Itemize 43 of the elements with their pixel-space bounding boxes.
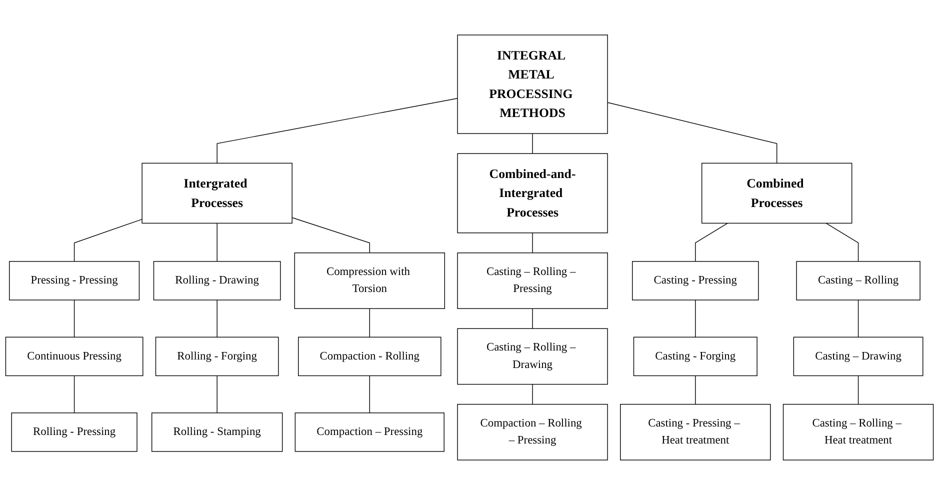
connector — [607, 102, 778, 164]
connector — [369, 308, 370, 338]
connector — [858, 300, 859, 338]
node-box: Rolling - Pressing — [11, 412, 138, 452]
node-box: Casting - Pressing — [632, 261, 759, 300]
node-box: Rolling - Drawing — [153, 261, 281, 300]
connector — [216, 375, 218, 414]
connector — [74, 375, 75, 414]
node-box: Compaction – Rolling – Pressing — [457, 404, 608, 460]
connector — [74, 300, 75, 338]
node-box: Compaction – Pressing — [294, 412, 444, 452]
node-box: Rolling - Stamping — [151, 412, 283, 452]
connector — [292, 217, 370, 254]
node-box: Compression with Torsion — [294, 252, 445, 309]
node-box: Intergrated Processes — [142, 162, 292, 224]
node-box: Casting – Drawing — [793, 336, 924, 376]
node-box: Pressing - Pressing — [9, 261, 140, 300]
connector — [74, 218, 142, 262]
node-box: Rolling - Forging — [155, 336, 279, 376]
connector — [532, 384, 533, 405]
node-box: Combined Processes — [701, 162, 852, 224]
connector — [369, 375, 370, 414]
node-box: Casting - Forging — [633, 336, 758, 376]
connector — [695, 300, 696, 338]
connector — [532, 133, 533, 154]
node-box: Compaction - Rolling — [298, 336, 442, 376]
node-box: Casting – Rolling – Heat treatment — [782, 404, 934, 460]
connector — [826, 222, 859, 262]
connector — [216, 98, 458, 164]
connector — [216, 300, 218, 338]
connector — [216, 222, 218, 262]
node-box: Casting – Rolling – Drawing — [457, 328, 608, 385]
node-box: Casting – Rolling — [796, 261, 920, 300]
connector — [532, 232, 533, 254]
connector — [695, 222, 728, 262]
node-box: Combined-and-Intergrated Processes — [457, 153, 608, 234]
node-box: Casting - Pressing – Heat treatment — [620, 404, 771, 460]
connector — [532, 308, 533, 329]
node-box: INTEGRAL METAL PROCESSING METHODS — [457, 34, 608, 134]
node-box: Casting – Rolling – Pressing — [457, 252, 608, 309]
connector — [695, 375, 696, 405]
node-box: Continuous Pressing — [5, 336, 144, 376]
connector — [858, 375, 859, 405]
